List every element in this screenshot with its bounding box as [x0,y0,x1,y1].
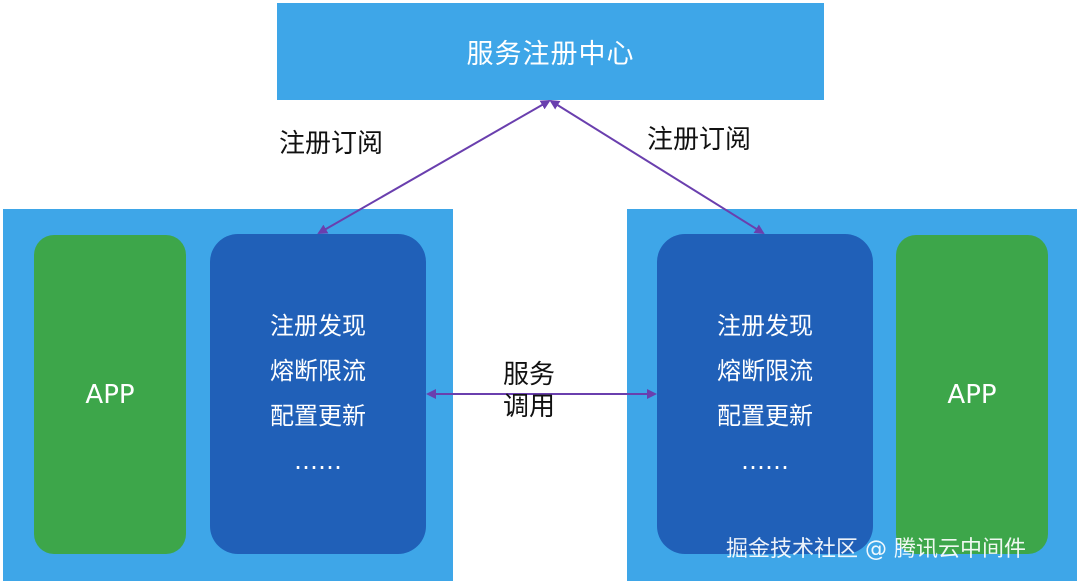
right-sidecar-line: 注册发现 [717,312,813,340]
left-sidecar-line: 注册发现 [270,312,366,340]
watermark: 掘金技术社区 @ 腾讯云中间件 [726,537,1026,562]
right-sidecar-line: 熔断限流 [717,357,813,385]
left-app-label: APP [85,379,135,410]
left-sidecar-line: 熔断限流 [270,357,366,385]
left-app-box: APP [34,235,186,554]
right-subscribe-label: 注册订阅 [647,125,752,155]
left-subscribe-label: 注册订阅 [279,129,384,159]
service-registry-label: 服务注册中心 [466,39,635,70]
right-app-label: APP [947,379,997,410]
left-sidecar-box: 注册发现 熔断限流 配置更新 …… [210,234,426,554]
service-registry-center: 服务注册中心 [277,3,824,100]
right-sidecar-box: 注册发现 熔断限流 配置更新 …… [657,234,873,554]
left-sidecar-line: …… [294,447,342,475]
right-app-box: APP [896,235,1048,554]
right-sidecar-line: …… [741,447,789,475]
service-call-label-line2: 调用 [502,392,555,422]
right-sidecar-line: 配置更新 [717,402,813,430]
service-call-label-line1: 服务 [502,360,555,390]
service-call-label: 服务 调用 [494,359,564,423]
left-sidecar-line: 配置更新 [270,402,366,430]
